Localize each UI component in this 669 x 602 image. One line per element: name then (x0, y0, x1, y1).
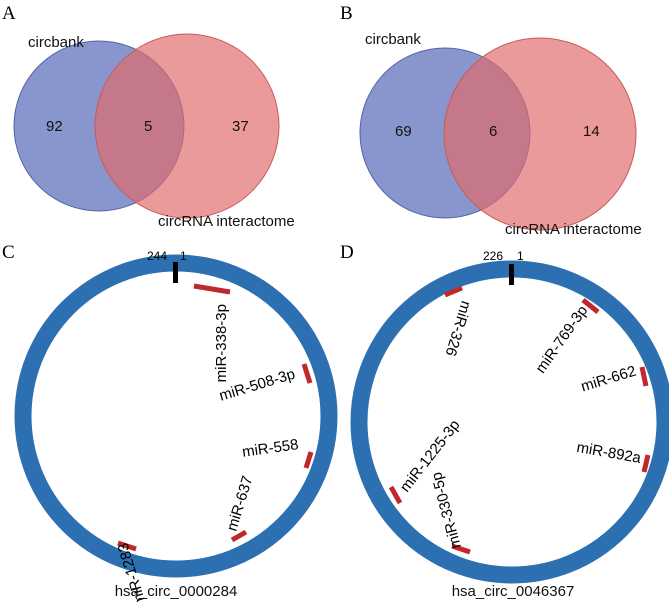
circ-c-site-mir-637 (230, 529, 248, 543)
venn-b-overlap-count: 6 (489, 123, 497, 140)
circ-d-start-mark (509, 264, 514, 285)
venn-b-right-label: circRNA interactome (505, 221, 642, 238)
panel-d-letter: D (340, 242, 354, 263)
circ-c-start-position: 1 (180, 249, 187, 263)
venn-a-right-label: circRNA interactome (158, 213, 295, 230)
circ-d-site-mir-330-5p (451, 543, 471, 555)
venn-b-left-count: 69 (395, 123, 412, 140)
circ-d-site-mir-326 (444, 285, 463, 298)
circ-c-label-mir-338-3p: miR-338-3p (213, 304, 230, 382)
circ-d-start-position: 1 (517, 249, 524, 263)
circ-c-end-position: 244 (147, 249, 167, 263)
circ-d-label-mir-326: miR-326 (442, 299, 475, 358)
circ-d-site-mir-892a (641, 454, 651, 473)
circ-c-ring (14, 254, 338, 578)
panel-c-letter: C (2, 242, 15, 263)
circ-d-label-mir-892a: miR-892a (575, 439, 643, 467)
circ-d-site-mir-1225-3p (388, 485, 403, 505)
panel-c: C 244 1 miR-338-3p miR-508-3p miR-558 mi… (2, 242, 338, 602)
panel-a: A circbank circRNA interactome 92 5 37 (2, 3, 295, 230)
circ-d-name: hsa_circ_0046367 (452, 583, 575, 600)
venn-a-right-count: 37 (232, 118, 249, 135)
venn-b-right-set (443, 37, 637, 231)
venn-a-right-set (94, 33, 280, 219)
circ-d-ring (350, 260, 669, 584)
circ-c-label-mir-637: miR-637 (224, 474, 257, 533)
circ-d-label-mir-330-5p: miR-330-5p (428, 470, 465, 550)
circ-c-site-mir-558 (303, 451, 314, 469)
circ-c-start-mark (173, 262, 178, 283)
circ-d-site-mir-769-3p (581, 298, 600, 314)
venn-a-overlap-count: 5 (144, 118, 152, 135)
panel-a-letter: A (2, 3, 16, 24)
circ-c-site-mir-508-3p (301, 363, 313, 384)
venn-b-right-count: 14 (583, 123, 600, 140)
panel-b: B circbank circRNA interactome 69 6 14 (340, 3, 642, 238)
circ-d-end-position: 226 (483, 249, 503, 263)
venn-a-left-count: 92 (46, 118, 63, 135)
panel-d: D 226 1 miR-326 miR-769-3p miR-662 miR-8… (340, 242, 669, 600)
circ-c-name: hsa_circ_0000284 (115, 583, 238, 600)
venn-b-left-label: circbank (365, 31, 421, 48)
circ-c-site-mir-338-3p (193, 283, 231, 295)
circ-c-site-mir-1283 (117, 540, 137, 552)
circ-d-site-mir-662 (639, 366, 649, 387)
circ-d-label-mir-769-3p: miR-769-3p (532, 303, 591, 377)
circ-d-label-mir-662: miR-662 (579, 363, 638, 396)
venn-a-left-label: circbank (28, 34, 84, 51)
circ-c-label-mir-558: miR-558 (241, 436, 300, 461)
panel-b-letter: B (340, 3, 353, 24)
